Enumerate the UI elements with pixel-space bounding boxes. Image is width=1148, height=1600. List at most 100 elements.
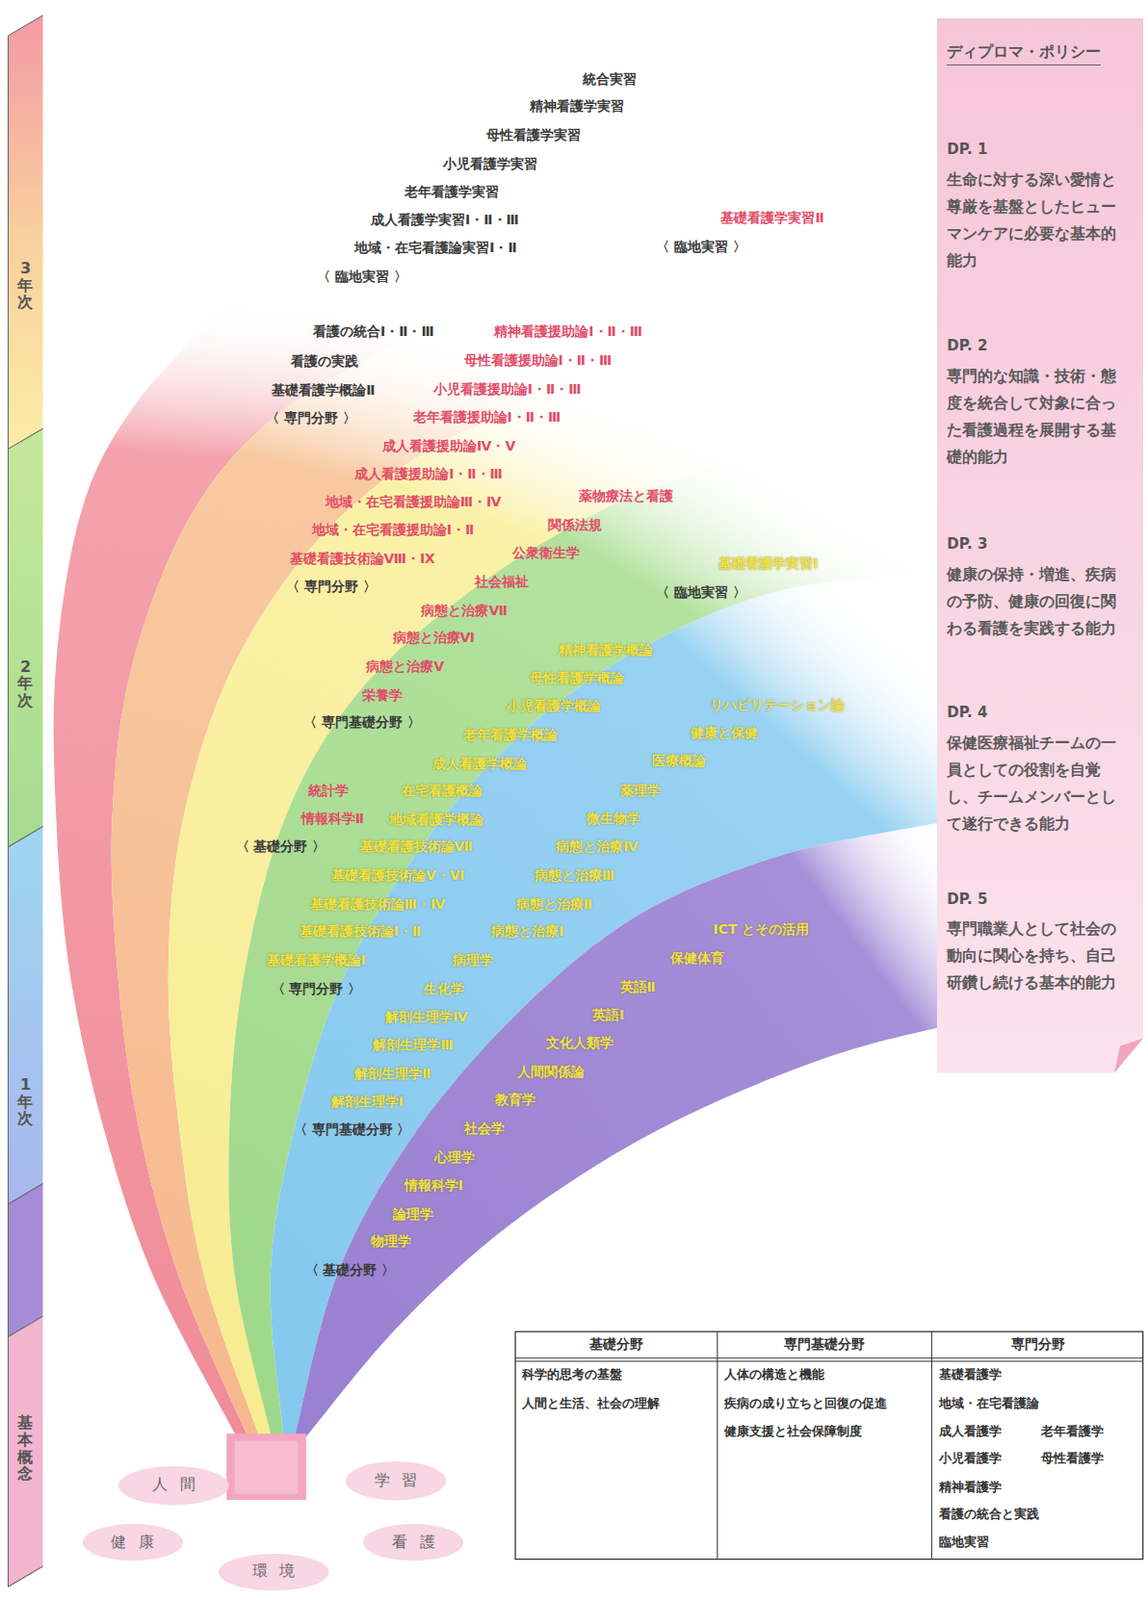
policy-text: 健康の保持・増進、疾病の予防、健康の回復に関わる看護を実践する能力 xyxy=(946,561,1131,643)
course-label: 老年看護援助論Ⅰ・Ⅱ・Ⅲ xyxy=(413,409,562,426)
course-label: 老年看護学実習 xyxy=(404,183,499,201)
course-label: 物理学 xyxy=(370,1233,412,1251)
oval-fill xyxy=(118,1466,230,1506)
course-label: 基礎看護学概論Ⅱ xyxy=(271,381,375,398)
course-label: 微生物学 xyxy=(586,809,641,827)
concept-label: 学習 xyxy=(374,1471,431,1492)
year-band: 3年次 xyxy=(7,132,43,440)
course-label: 成人看護援助論Ⅳ・Ⅴ xyxy=(382,438,516,455)
course-label: 関係法規 xyxy=(547,516,602,533)
course-label: 小児看護学概論 xyxy=(506,698,601,715)
course-label: 病態と治療Ⅲ xyxy=(534,867,615,885)
table-cell: 臨地実習 xyxy=(939,1535,990,1551)
course-label: 解剖生理学Ⅳ xyxy=(385,1009,468,1026)
panel-fill xyxy=(937,18,1144,1074)
table-rule xyxy=(515,1357,1144,1359)
policy-text: 保健医療福祉チームの一員としての役割を自覚し、チームメンバーとして遂行できる能力 xyxy=(946,730,1131,838)
table-cell: 小児看護学 xyxy=(939,1451,1002,1467)
course-label: 基礎看護技術論Ⅰ・Ⅱ xyxy=(299,923,421,940)
course-label: 基礎看護技術論Ⅷ・Ⅸ xyxy=(289,549,436,567)
course-label: 成人看護学実習Ⅰ・Ⅱ・Ⅲ xyxy=(370,210,520,228)
policy-number: DP. 3 xyxy=(946,535,988,553)
bar-edge xyxy=(7,35,9,1588)
course-label: 健康と保健 xyxy=(690,724,758,741)
course-label: 統合実習 xyxy=(582,70,637,87)
policy-number: DP. 5 xyxy=(946,890,988,909)
course-label: 統計学 xyxy=(308,782,349,800)
course-label: 基礎看護学実習Ⅰ xyxy=(718,554,818,572)
concept-label: 健康 xyxy=(110,1533,167,1554)
concept-label: 看護 xyxy=(391,1533,448,1554)
table-rule xyxy=(931,1331,933,1560)
table-header: 専門分野 xyxy=(1011,1336,1066,1354)
course-label: 〈 専門基礎分野 〉 xyxy=(293,1121,412,1139)
course-label: 基礎看護学概論Ⅰ xyxy=(266,952,366,969)
year-band: 1年次 xyxy=(7,948,43,1255)
course-label: 基礎看護学実習Ⅱ xyxy=(720,208,824,226)
bar-divider xyxy=(7,827,43,848)
course-label: 基礎看護技術論Ⅲ・Ⅳ xyxy=(310,895,446,913)
panel-fold xyxy=(1114,1039,1144,1074)
course-label: 解剖生理学Ⅱ xyxy=(354,1065,431,1082)
course-label: 〈 専門分野 〉 xyxy=(265,410,357,427)
course-label: 母性看護学概論 xyxy=(529,669,625,686)
course-label: 〈 基礎分野 〉 xyxy=(235,838,327,856)
table-header: 基礎分野 xyxy=(589,1336,644,1354)
table-cell: 疾病の成り立ちと回復の促進 xyxy=(724,1396,888,1412)
year-bar-segment xyxy=(7,428,43,848)
course-label: 解剖生理学Ⅲ xyxy=(372,1037,453,1054)
bar-divider xyxy=(7,1566,43,1588)
course-label: 教育学 xyxy=(495,1092,536,1109)
course-label: 〈 専門分野 〉 xyxy=(271,980,363,997)
concept-label: 環境 xyxy=(252,1562,309,1583)
course-label: 地域・在宅看護援助論Ⅲ・Ⅳ xyxy=(325,494,502,511)
course-label: 病態と治療Ⅱ xyxy=(516,895,593,913)
year-label: 1年次 xyxy=(17,1076,33,1128)
policy-number: DP. 1 xyxy=(946,140,988,158)
course-label: 論理学 xyxy=(392,1205,434,1223)
course-label: 精神看護援助論Ⅰ・Ⅱ・Ⅲ xyxy=(494,323,643,340)
oval-fill xyxy=(82,1524,183,1562)
policy-panel: ディプロマ・ポリシーDP. 1生命に対する深い愛情と尊厳を基盤としたヒューマンケ… xyxy=(937,18,1144,1074)
course-label: 情報科学Ⅱ xyxy=(301,809,365,827)
year-band: 基本概念 xyxy=(7,1356,43,1541)
course-label: リハビリテーション論 xyxy=(709,697,845,714)
table-cell: 科学的思考の基盤 xyxy=(521,1367,623,1383)
course-label: 成人看護援助論Ⅰ・Ⅱ・Ⅲ xyxy=(354,465,503,482)
course-label: 〈 専門分野 〉 xyxy=(286,578,377,596)
table-rule xyxy=(716,1331,718,1560)
bar-divider xyxy=(7,15,43,36)
course-label: 母性看護援助論Ⅰ・Ⅱ・Ⅲ xyxy=(464,352,613,369)
table-cell: 基礎看護学 xyxy=(939,1367,1002,1383)
oval-fill xyxy=(218,1554,330,1592)
table-cell: 成人看護学 xyxy=(939,1424,1002,1440)
year-label: 3年次 xyxy=(17,260,33,312)
course-label: 〈 基礎分野 〉 xyxy=(305,1262,396,1279)
concept-oval: 看護 xyxy=(362,1523,465,1563)
course-label: 地域・在宅看護論実習Ⅰ・Ⅱ xyxy=(354,239,517,257)
course-label: 地域看護学概論 xyxy=(389,810,484,828)
bar-divider xyxy=(7,1316,43,1337)
table-cell: 看護の統合と実践 xyxy=(939,1508,1040,1524)
table-header: 専門基礎分野 xyxy=(783,1336,865,1354)
oval-fill xyxy=(363,1524,464,1562)
base-box xyxy=(226,1434,307,1501)
table-cell: 健康支援と社会保障制度 xyxy=(724,1424,862,1440)
course-label: 病態と治療Ⅴ xyxy=(365,657,444,675)
policy-text: 生命に対する深い愛情と尊厳を基盤としたヒューマンケアに必要な基本的能力 xyxy=(946,166,1131,275)
table-border xyxy=(515,1331,1144,1560)
table-cell: 人間と生活、社会の理解 xyxy=(521,1396,660,1412)
year-bar-segment xyxy=(7,15,43,449)
course-label: 成人看護学概論 xyxy=(432,755,527,772)
course-label: 基礎看護技術論Ⅴ・Ⅵ xyxy=(331,867,465,885)
course-label: 公衆衛生学 xyxy=(512,545,580,562)
course-label: 母性看護学実習 xyxy=(486,126,581,143)
table-cell: 人体の構造と機能 xyxy=(724,1367,825,1383)
policy-text: 専門的な知識・技術・態度を統合して対象に合った看護過程を展開する基礎的能力 xyxy=(946,363,1131,471)
course-label: 〈 臨地実習 〉 xyxy=(655,583,747,601)
course-label: 病態と治療Ⅶ xyxy=(420,601,507,619)
course-label: 社会学 xyxy=(464,1120,505,1137)
table-cell: 老年看護学 xyxy=(1041,1424,1104,1440)
course-label: 小児看護援助論Ⅰ・Ⅱ・Ⅲ xyxy=(433,380,582,397)
